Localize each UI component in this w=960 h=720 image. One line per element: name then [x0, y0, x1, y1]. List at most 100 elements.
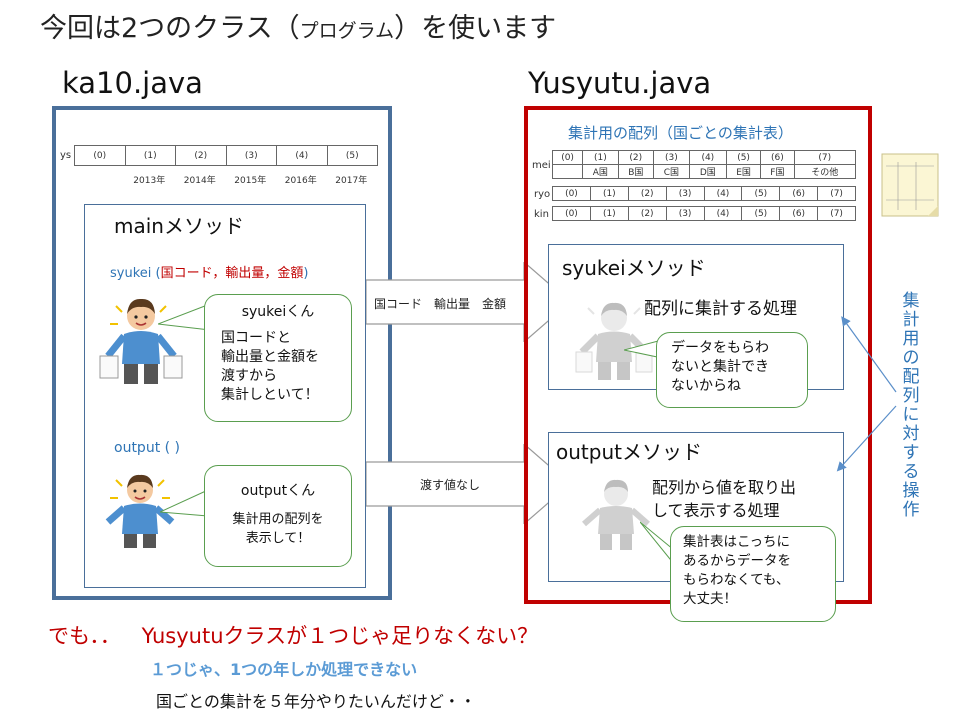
- bubble-title: outputくん: [240, 483, 316, 499]
- bubble-line: あるからデータを: [683, 553, 791, 569]
- ka10-class-panel: [52, 106, 392, 600]
- array-table-title: 集計用の配列（国ごとの集計表）: [568, 124, 793, 142]
- bubble-tail: [624, 339, 663, 359]
- output-method-desc: 配列から値を取り出 して表示する処理: [652, 476, 796, 522]
- mei-index: (0): [551, 150, 584, 165]
- ryo-cell: (4): [703, 186, 743, 201]
- ryo-cell: (0): [552, 186, 591, 201]
- person-illustration: [575, 302, 653, 380]
- syukei-method-desc: 配列に集計する処理: [644, 299, 797, 319]
- kin-cell: (2): [627, 206, 667, 221]
- kin-label: kin: [534, 209, 549, 220]
- desc-line: 配列から値を取り出: [652, 478, 797, 497]
- limitation-note: １つじゃ、1つの年しか処理できない: [150, 660, 418, 679]
- mei-index: (6): [760, 150, 795, 165]
- kin-cell: (3): [665, 206, 705, 221]
- arrow-syukei-label: 国コード 輸出量 金額: [374, 297, 507, 311]
- bubble-line: 集計表はこっちに: [683, 534, 791, 550]
- person-illustration: [105, 474, 175, 548]
- person-illustration: [582, 479, 650, 550]
- arrow-output-label: 渡す値なし: [420, 478, 481, 492]
- kin-cell: (4): [703, 206, 743, 221]
- mei-name: A国: [582, 164, 619, 179]
- mei-name: D国: [688, 164, 727, 179]
- output-reply-bubble: 集計表はこっちに あるからデータを もらわなくても、 大丈夫！: [670, 526, 836, 622]
- year-label: 2013年: [133, 176, 166, 186]
- syukei-method-title: syukeiメソッド: [562, 256, 706, 280]
- ys-cell: (3): [225, 145, 277, 166]
- ys-cell: (0): [74, 145, 126, 166]
- question-line: でも．． Yusyutuクラスが１つじゃ足りなくない？: [48, 620, 538, 650]
- kin-cell: (6): [779, 206, 819, 221]
- ryo-label: ryo: [534, 189, 551, 200]
- side-note-arrows: [836, 316, 897, 472]
- ryo-cell: (1): [589, 186, 629, 201]
- question-prefix: でも．．: [48, 624, 121, 648]
- syukei-call: syukei (国コード，輸出量，金額): [110, 266, 309, 281]
- ryo-cell: (2): [627, 186, 667, 201]
- bubble-tail: [160, 489, 209, 517]
- output-bubble: outputくん 集計用の配列を 表示して！: [204, 465, 352, 567]
- bubble-line: ないからね: [671, 378, 741, 394]
- ryo-cell: (5): [741, 186, 781, 201]
- main-method-title: mainメソッド: [114, 214, 244, 238]
- mei-index: (1): [582, 150, 619, 165]
- mei-index: (7): [793, 150, 857, 165]
- ys-label: ys: [60, 150, 72, 161]
- notepad-icon: [881, 153, 939, 217]
- slide-title: 今回は2つのクラス（プログラム）を使います: [40, 13, 557, 44]
- mei-index: (2): [617, 150, 655, 165]
- left-file-name: ka10.java: [62, 66, 203, 100]
- syukei-reply-bubble: データをもらわ ないと集計でき ないからね: [656, 332, 808, 408]
- mei-index: (4): [688, 150, 727, 165]
- bubble-line: 輸出量と金額を: [221, 349, 319, 365]
- ys-cell: (5): [326, 145, 378, 166]
- bubble-tail: [640, 521, 675, 565]
- mei-name: C国: [653, 164, 690, 179]
- mei-name: [551, 164, 584, 179]
- right-file-name: Yusyutu.java: [528, 66, 712, 100]
- ys-cell: (1): [124, 145, 176, 166]
- kin-cell: (7): [817, 206, 856, 221]
- bubble-line: 国コードと: [221, 330, 291, 346]
- ryo-cell: (6): [779, 186, 819, 201]
- bubble-line: もらわなくても、: [683, 572, 790, 588]
- mei-name: F国: [760, 164, 795, 179]
- output-method-title: outputメソッド: [556, 440, 702, 464]
- bubble-line: 表示して！: [245, 531, 311, 546]
- bubble-line: ないと集計でき: [671, 359, 769, 375]
- bubble-tail: [158, 303, 211, 331]
- kin-cell: (5): [741, 206, 781, 221]
- kin-cell: (0): [552, 206, 591, 221]
- desc-line: して表示する処理: [652, 501, 780, 520]
- bubble-line: 集計用の配列を: [232, 512, 324, 527]
- ryo-cell: (3): [665, 186, 705, 201]
- mei-index: (3): [653, 150, 690, 165]
- kin-array: (0)(1)(2)(3)(4)(5)(6)(7): [552, 206, 856, 221]
- bubble-title: syukeiくん: [241, 304, 315, 320]
- ryo-cell: (7): [817, 186, 856, 201]
- kin-cell: (1): [589, 206, 629, 221]
- side-note-text: 集計用の配列に対する操作: [902, 291, 920, 520]
- bubble-line: 大丈夫！: [683, 591, 737, 607]
- year-label: 2015年: [234, 176, 267, 186]
- bubble-line: データをもらわ: [671, 340, 769, 356]
- mei-index: (5): [725, 150, 762, 165]
- person-illustration: [99, 298, 183, 384]
- ys-cell: (2): [175, 145, 227, 166]
- mei-label: mei: [532, 160, 551, 171]
- year-label: 2017年: [335, 176, 368, 186]
- wish-note: 国ごとの集計を５年分やりたいんだけど・・: [156, 692, 476, 711]
- ryo-array: (0)(1)(2)(3)(4)(5)(6)(7): [552, 186, 856, 201]
- year-label: 2016年: [284, 176, 317, 186]
- mei-name: E国: [725, 164, 762, 179]
- ys-cell: (4): [276, 145, 328, 166]
- question-text: Yusyutuクラスが１つじゃ足りなくない？: [141, 624, 539, 648]
- bubble-line: 渡すから: [221, 368, 277, 384]
- output-call: output ( ): [114, 440, 181, 456]
- ys-array: (0) (1) (2) (3) (4) (5): [74, 145, 378, 166]
- syukei-bubble: syukeiくん 国コードと 輸出量と金額を 渡すから 集計しといて！: [204, 294, 352, 422]
- mei-name: その他: [793, 164, 857, 179]
